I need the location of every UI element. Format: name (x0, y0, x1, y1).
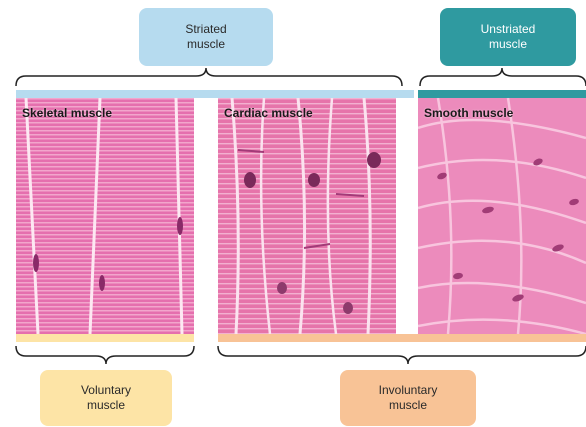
cardiac-muscle-panel: Cardiac muscle (218, 98, 396, 334)
involuntary-color-bar (218, 334, 586, 342)
involuntary-label-line2: muscle (379, 398, 438, 413)
smooth-muscle-image (418, 98, 586, 334)
cardiac-muscle-image (218, 98, 396, 334)
skeletal-muscle-image (16, 98, 194, 334)
voluntary-label-line1: Voluntary (81, 383, 131, 398)
involuntary-muscle-box: Involuntary muscle (340, 370, 476, 426)
striated-brace (16, 68, 402, 86)
unstriated-brace (420, 68, 586, 86)
cardiac-muscle-label: Cardiac muscle (224, 106, 313, 120)
smooth-muscle-panel: Smooth muscle (418, 98, 586, 334)
voluntary-color-bar (16, 334, 194, 342)
unstriated-color-bar (418, 90, 586, 98)
voluntary-brace (16, 346, 194, 364)
involuntary-label-line1: Involuntary (379, 383, 438, 398)
involuntary-brace (218, 346, 586, 364)
smooth-muscle-label: Smooth muscle (424, 106, 513, 120)
skeletal-muscle-label: Skeletal muscle (22, 106, 112, 120)
voluntary-muscle-box: Voluntary muscle (40, 370, 172, 426)
voluntary-label-line2: muscle (81, 398, 131, 413)
striated-color-bar (16, 90, 414, 98)
skeletal-muscle-panel: Skeletal muscle (16, 98, 194, 334)
